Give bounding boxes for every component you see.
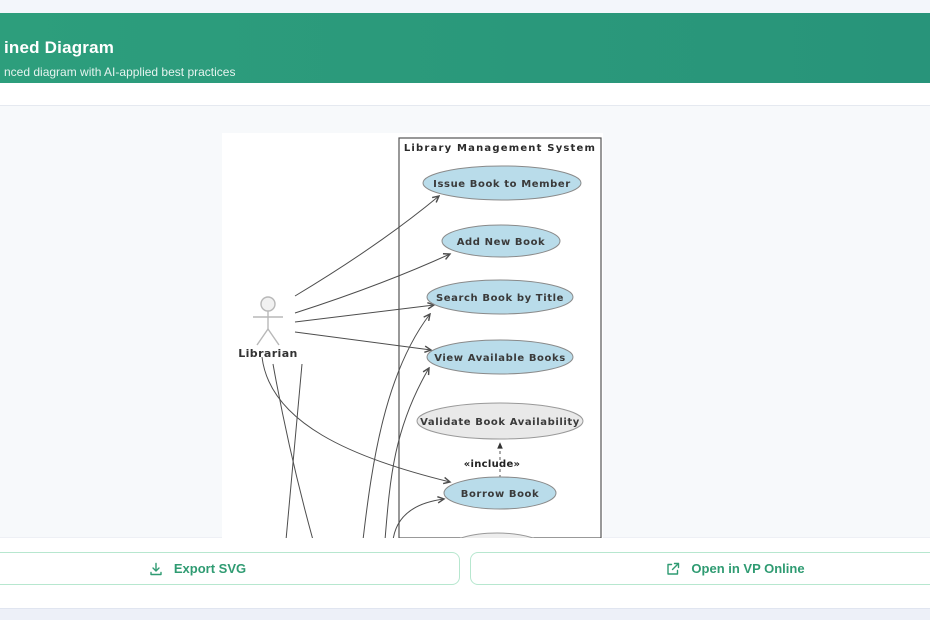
use-case-search-book-label: Search Book by Title [436,293,564,304]
association-view-books [294,331,431,350]
use-case-issue-book [422,165,582,201]
use-case-search-book [426,279,574,315]
use-case-borrow-book-label: Borrow Book [461,489,540,500]
use-case-view-books-label: View Available Books [434,353,566,364]
page-title: ined Diagram [4,38,115,57]
page-subtitle: nced diagram with AI-applied best practi… [4,65,236,79]
use-case-borrow-book [443,476,557,510]
use-case-add-book-label: Add New Book [457,237,546,248]
use-case-partial [459,532,535,538]
association-offscreen-1 [272,363,313,538]
association-add-book [294,254,450,314]
association-search-book-2 [362,314,430,538]
external-link-icon [667,562,680,575]
system-boundary-title: Library Management System [404,143,596,154]
use-case-validate-availability [416,402,584,440]
actor-legs [256,328,280,346]
actor-figure-icon [253,296,283,346]
header-banner: ined Diagram nced diagram with AI-applie… [0,13,930,83]
bottom-strip [0,608,930,620]
association-search-book [294,305,434,323]
export-svg-button[interactable]: Export SVG [0,552,460,585]
top-strip [0,0,930,13]
use-case-issue-book-label: Issue Book to Member [433,179,571,190]
actions-bar: Export SVG Open in VP Online [0,538,930,608]
header-divider [0,83,930,106]
association-view-books-2 [384,368,429,538]
open-vp-online-button[interactable]: Open in VP Online [470,552,930,585]
include-label: «include» [464,459,521,470]
association-borrow-book-2 [392,499,444,538]
open-vp-online-label: Open in VP Online [691,561,805,576]
association-issue-book [294,196,439,297]
use-case-add-book [441,224,561,258]
download-icon [150,562,162,575]
actor-head [260,296,276,312]
use-case-diagram: Library Management System [238,137,602,538]
export-svg-label: Export SVG [173,561,247,576]
association-offscreen-2 [285,363,303,538]
use-case-validate-availability-label: Validate Book Availability [420,417,580,428]
association-lines [261,196,450,538]
diagram-canvas: Library Management System [222,133,603,538]
diagram-panel: Library Management System [0,106,930,538]
use-case-shapes: Issue Book to Member Add New Book Search… [416,165,584,538]
association-borrow-book [261,356,450,482]
actor-label: Librarian [238,347,298,360]
use-case-view-books [426,339,574,375]
